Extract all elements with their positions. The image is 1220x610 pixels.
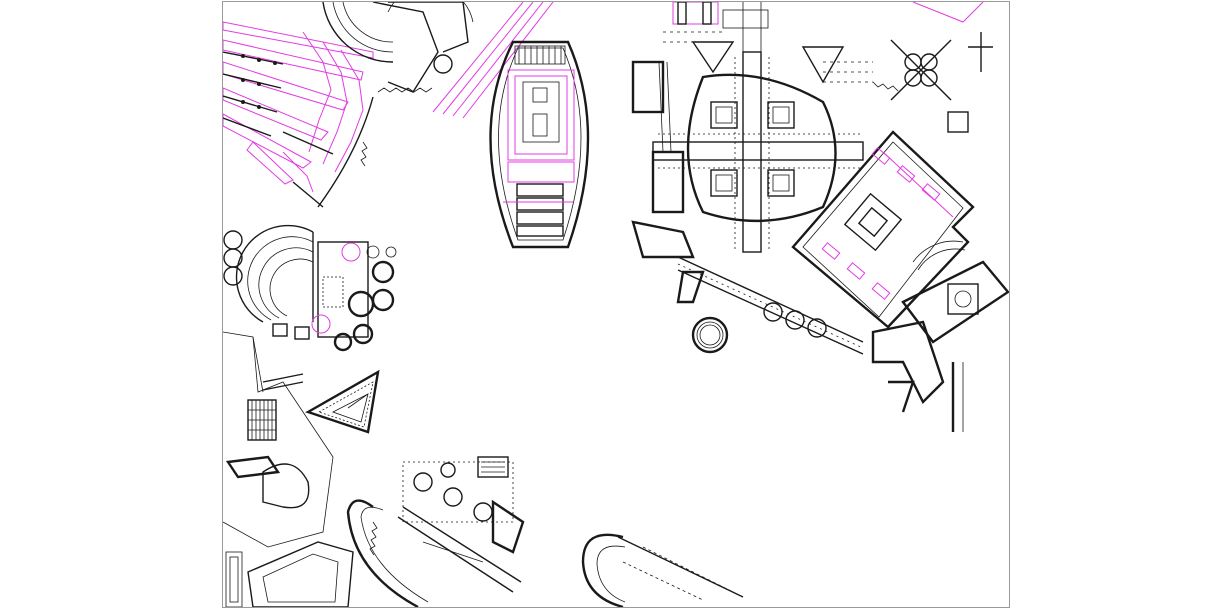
triangle-monument bbox=[305, 369, 380, 434]
colonnade-dots bbox=[658, 31, 873, 252]
bottom-baths bbox=[402, 456, 525, 554]
scalloped-boundary bbox=[317, 87, 433, 208]
lower-right-complex bbox=[871, 260, 1009, 432]
radiating-garden-paths bbox=[223, 21, 374, 193]
top-theatre bbox=[322, 2, 474, 93]
top-courtyard bbox=[672, 2, 769, 29]
left-theatre bbox=[223, 224, 314, 323]
bottom-stadium bbox=[346, 499, 522, 607]
rotated-palace-complex bbox=[791, 130, 975, 329]
radial-spokes bbox=[223, 51, 334, 208]
cross-complex bbox=[631, 2, 864, 253]
drawing-viewport[interactable] bbox=[222, 1, 1010, 608]
site-plan-drawing bbox=[223, 2, 1009, 607]
left-lower-building bbox=[223, 331, 334, 548]
baths-complex bbox=[272, 241, 397, 352]
oval-palace bbox=[489, 40, 590, 249]
round-temple bbox=[691, 316, 729, 354]
diagonal-road bbox=[432, 2, 554, 119]
lower-colonnade bbox=[631, 220, 864, 355]
circus bbox=[581, 533, 744, 607]
bottom-left-building bbox=[225, 541, 354, 607]
top-right-pavilions bbox=[872, 2, 993, 133]
